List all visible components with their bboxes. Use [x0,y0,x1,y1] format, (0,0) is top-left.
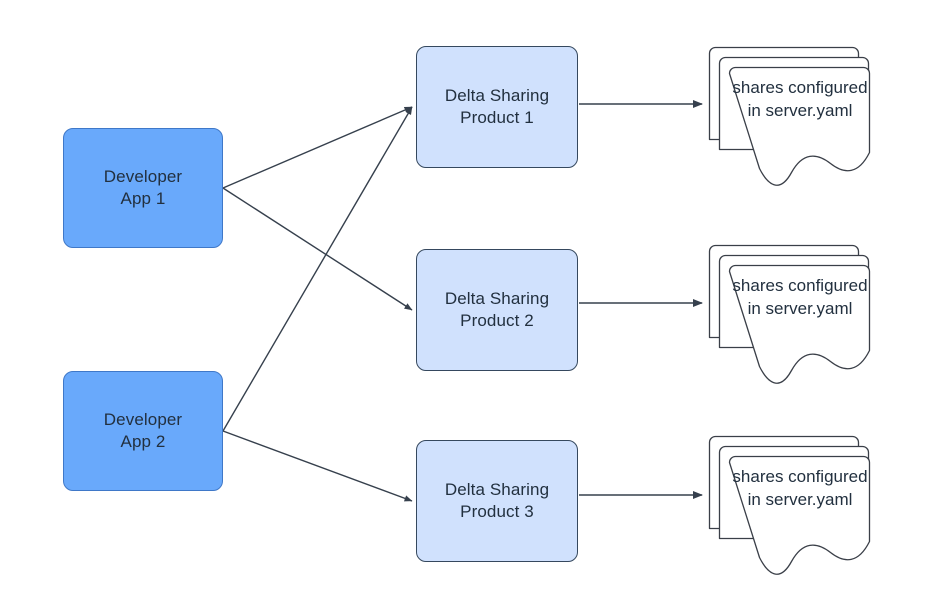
document-stack-3-label: shares configured in server.yaml [732,467,868,509]
document-sheet-front [728,66,871,186]
node-delta-sharing-product-1[interactable]: Delta Sharing Product 1 [416,46,578,168]
document-stack-2[interactable]: shares configured in server.yaml [706,243,874,384]
node-developer-app-2-label: Developer App 2 [103,409,183,451]
node-developer-app-1[interactable]: Developer App 1 [63,128,223,248]
node-delta-sharing-product-2[interactable]: Delta Sharing Product 2 [416,249,578,371]
connector-app2-to-p3 [222,430,413,502]
connector-app2-to-p1 [222,106,413,432]
connector-app1-to-p1 [222,106,413,189]
connector-app1-to-p2 [222,187,413,311]
document-sheet-front [728,455,871,575]
document-stack-1-label: shares configured in server.yaml [732,78,868,120]
document-sheet-front [728,264,871,384]
document-stack-1[interactable]: shares configured in server.yaml [706,45,874,186]
node-developer-app-1-label: Developer App 1 [103,166,183,208]
document-stack-2-label: shares configured in server.yaml [732,276,868,318]
node-delta-sharing-product-2-label: Delta Sharing Product 2 [444,288,550,330]
node-delta-sharing-product-1-label: Delta Sharing Product 1 [444,85,550,127]
node-delta-sharing-product-3-label: Delta Sharing Product 3 [444,479,550,521]
node-delta-sharing-product-3[interactable]: Delta Sharing Product 3 [416,440,578,562]
node-developer-app-2[interactable]: Developer App 2 [63,371,223,491]
document-stack-3[interactable]: shares configured in server.yaml [706,434,874,575]
